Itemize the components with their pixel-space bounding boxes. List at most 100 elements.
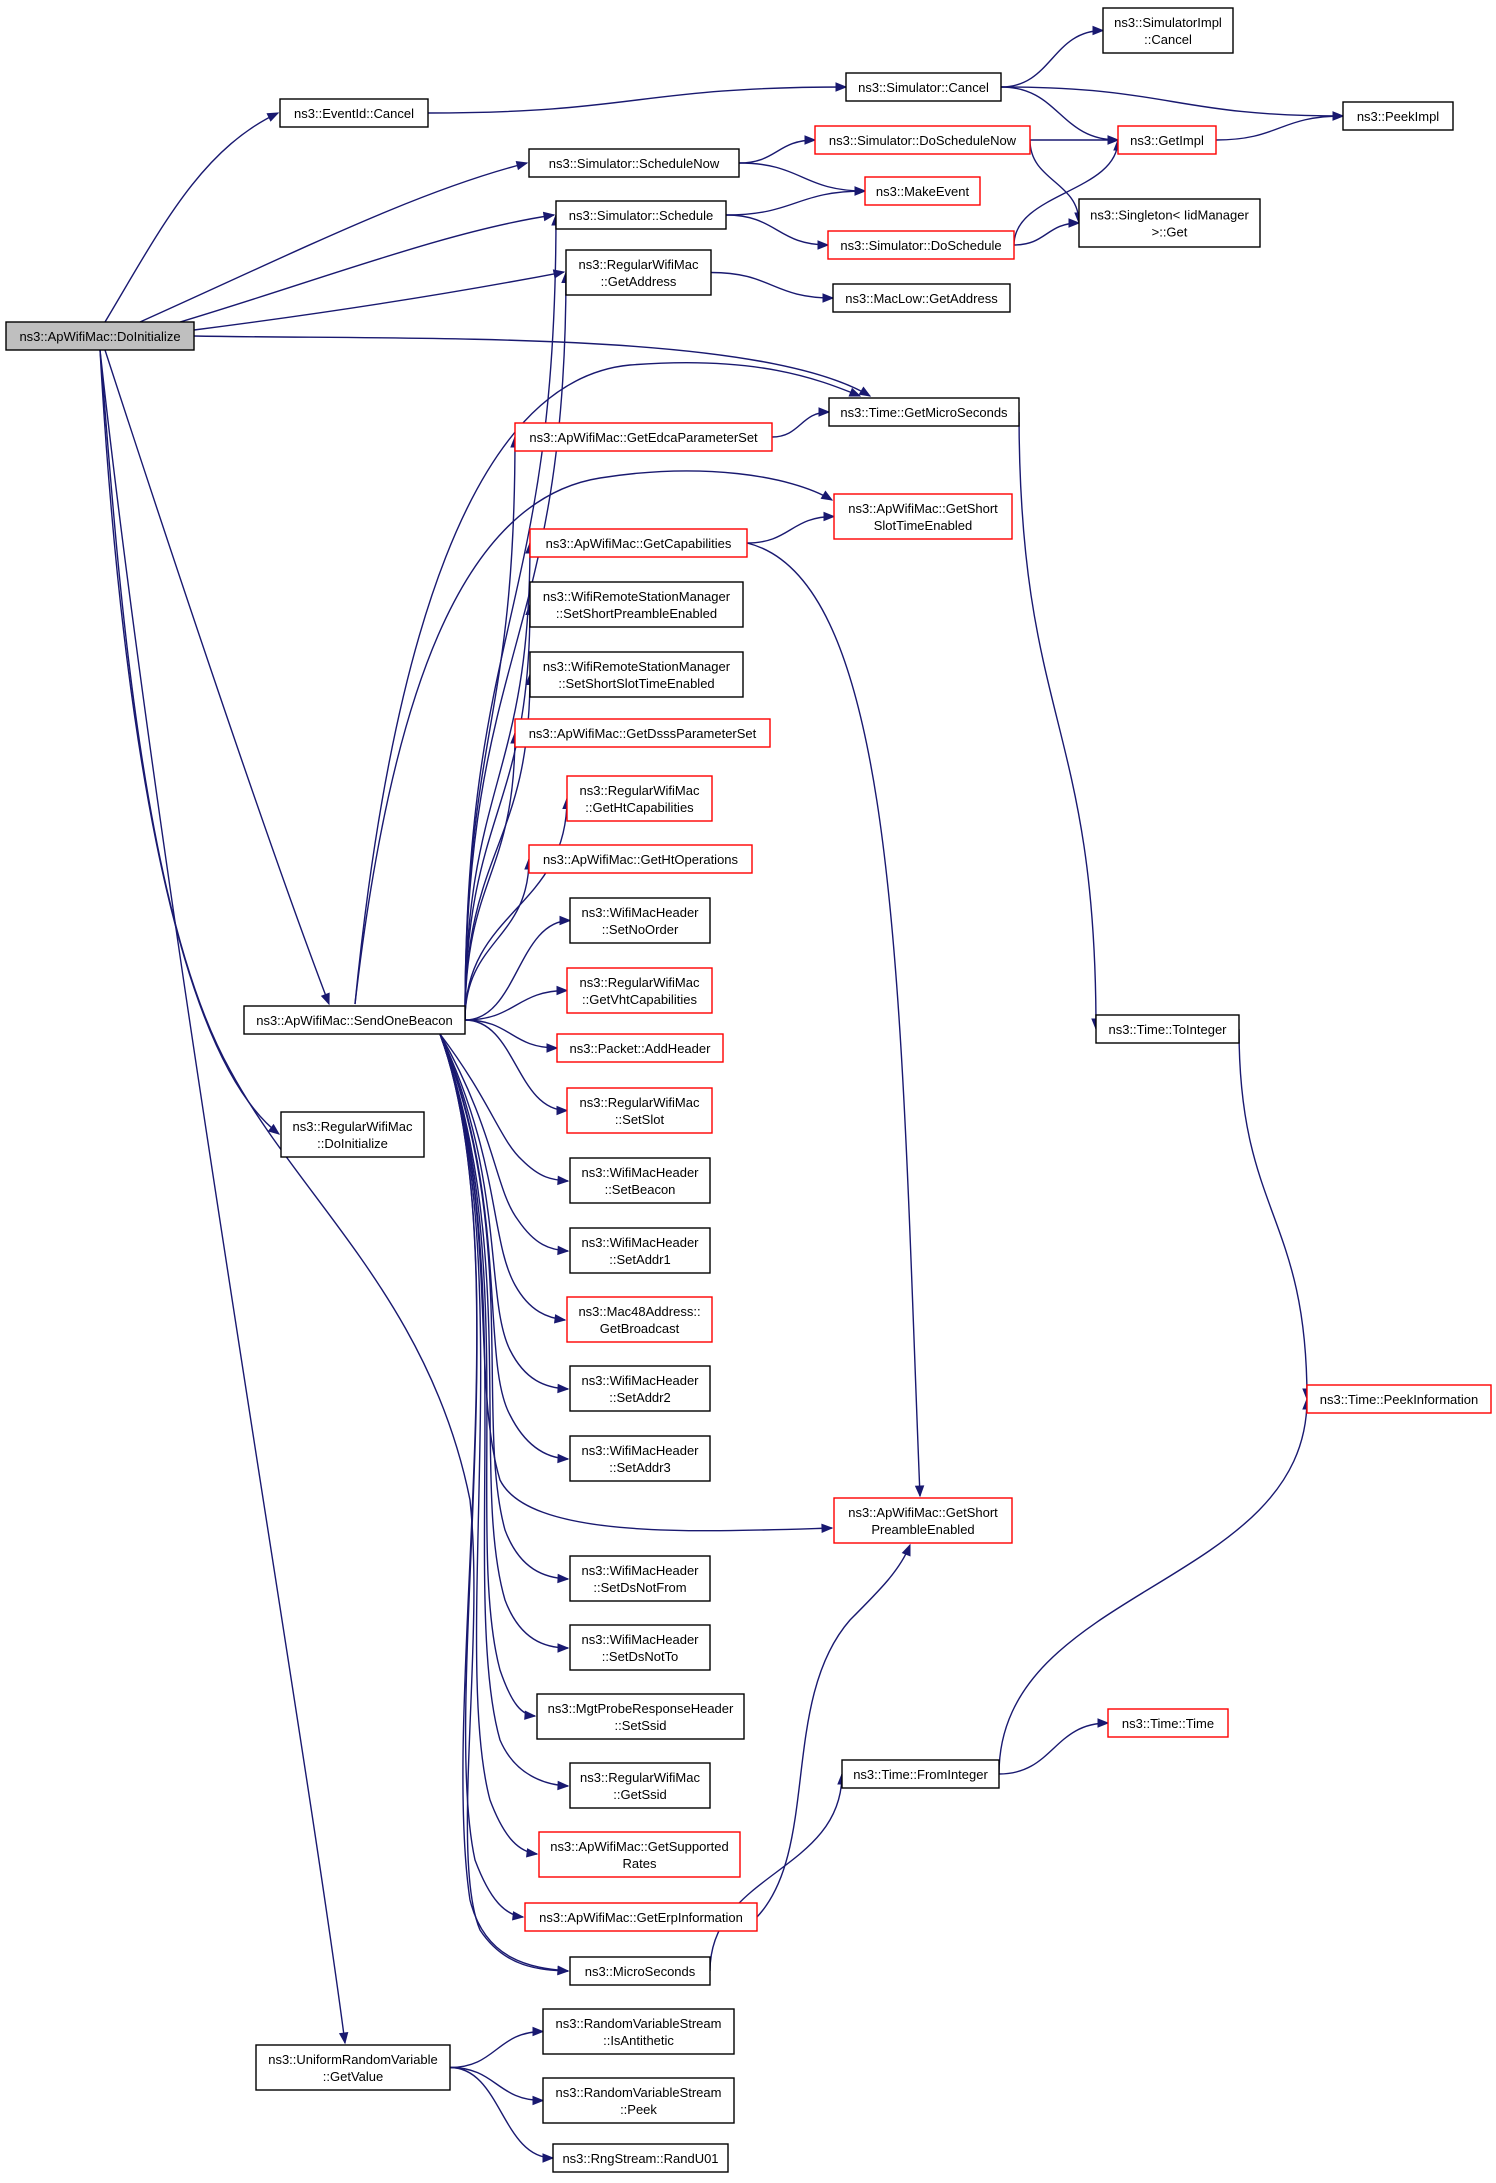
node-sim_doschedule[interactable]: ns3::Simulator::DoSchedule xyxy=(827,230,1015,260)
node-rwm_getaddress[interactable]: ns3::RegularWifiMac::GetAddress xyxy=(565,249,712,296)
node-addheader[interactable]: ns3::Packet::AddHeader xyxy=(556,1033,724,1063)
arrowhead-icon xyxy=(557,1453,570,1464)
edge-urv_getvalue-to-rngstream xyxy=(449,2066,555,2163)
node-sendonebeacon[interactable]: ns3::ApWifiMac::SendOneBeacon xyxy=(243,1005,466,1035)
node-time_peekinfo[interactable]: ns3::Time::PeekInformation xyxy=(1306,1384,1492,1414)
edge-root-to-rwm_getaddress xyxy=(193,269,566,331)
node-label: ns3::RegularWifiMac xyxy=(293,1119,413,1134)
node-box xyxy=(566,1087,713,1134)
node-rvs_isantithetic[interactable]: ns3::RandomVariableStream::IsAntithetic xyxy=(542,2008,735,2055)
node-setaddr2[interactable]: ns3::WifiMacHeader::SetAddr2 xyxy=(569,1365,711,1412)
node-mgp_setssid[interactable]: ns3::MgtProbeResponseHeader::SetSsid xyxy=(536,1693,745,1740)
node-maclow_getaddress[interactable]: ns3::MacLow::GetAddress xyxy=(832,283,1011,313)
node-box xyxy=(833,1497,1013,1544)
node-box xyxy=(828,397,1020,427)
arrowhead-icon xyxy=(546,1043,559,1053)
edge-line xyxy=(439,1033,569,1580)
node-microseconds[interactable]: ns3::MicroSeconds xyxy=(569,1956,711,1986)
node-label: ns3::MicroSeconds xyxy=(585,1964,696,1979)
node-label: ::SetBeacon xyxy=(605,1182,676,1197)
node-setdsnotfrom[interactable]: ns3::WifiMacHeader::SetDsNotFrom xyxy=(569,1555,711,1602)
node-dsss[interactable]: ns3::ApWifiMac::GetDsssParameterSet xyxy=(514,718,771,748)
edge-sendonebeacon-to-htops xyxy=(464,857,534,1021)
node-sim_schedule[interactable]: ns3::Simulator::Schedule xyxy=(555,200,727,230)
edge-time_tointeger-to-time_peekinfo xyxy=(1238,1028,1312,1401)
node-setdsnotto[interactable]: ns3::WifiMacHeader::SetDsNotTo xyxy=(569,1624,711,1671)
node-label: ns3::PeekImpl xyxy=(1357,109,1439,124)
node-htcaps[interactable]: ns3::RegularWifiMac::GetHtCapabilities xyxy=(566,775,713,822)
node-setbeacon[interactable]: ns3::WifiMacHeader::SetBeacon xyxy=(569,1157,711,1204)
node-label: ns3::ApWifiMac::GetDsssParameterSet xyxy=(529,726,757,741)
node-time_getmicro[interactable]: ns3::Time::GetMicroSeconds xyxy=(828,397,1020,427)
node-label: ns3::WifiMacHeader xyxy=(581,1632,699,1647)
arrowhead-icon xyxy=(1107,135,1120,145)
node-getcaps[interactable]: ns3::ApWifiMac::GetCapabilities xyxy=(529,528,748,558)
node-urv_getvalue[interactable]: ns3::UniformRandomVariable::GetValue xyxy=(255,2044,451,2091)
node-time_frominteger[interactable]: ns3::Time::FromInteger xyxy=(841,1759,1000,1789)
node-edca[interactable]: ns3::ApWifiMac::GetEdcaParameterSet xyxy=(514,422,773,452)
node-rwm_getssid[interactable]: ns3::RegularWifiMac::GetSsid xyxy=(569,1762,711,1809)
edge-line xyxy=(738,162,866,192)
node-label: ns3::ApWifiMac::SendOneBeacon xyxy=(256,1013,453,1028)
node-setaddr3[interactable]: ns3::WifiMacHeader::SetAddr3 xyxy=(569,1435,711,1482)
node-makeevent[interactable]: ns3::MakeEvent xyxy=(864,176,981,206)
node-label: PreambleEnabled xyxy=(871,1522,974,1537)
node-rvs_peek[interactable]: ns3::RandomVariableStream::Peek xyxy=(542,2077,735,2124)
node-setnoorder[interactable]: ns3::WifiMacHeader::SetNoOrder xyxy=(569,897,711,944)
node-box xyxy=(864,176,981,206)
node-time_time[interactable]: ns3::Time::Time xyxy=(1107,1708,1229,1738)
arrowhead-icon xyxy=(854,186,867,196)
node-htops[interactable]: ns3::ApWifiMac::GetHtOperations xyxy=(528,844,753,874)
edge-line xyxy=(464,919,571,1021)
node-wrsm_preamble[interactable]: ns3::WifiRemoteStationManager::SetShortP… xyxy=(529,581,744,628)
node-label: ns3::WifiRemoteStationManager xyxy=(543,659,731,674)
arrowhead-icon xyxy=(1332,111,1345,121)
node-setslot[interactable]: ns3::RegularWifiMac::SetSlot xyxy=(566,1087,713,1134)
edge-sendonebeacon-to-setslot xyxy=(464,1019,569,1116)
node-peekimpl[interactable]: ns3::PeekImpl xyxy=(1342,101,1454,131)
edge-sim_schedulenow-to-makeevent xyxy=(738,162,867,196)
node-label: ns3::SimulatorImpl xyxy=(1114,15,1222,30)
node-singleton_get[interactable]: ns3::Singleton< IidManager>::Get xyxy=(1078,198,1261,248)
node-box xyxy=(569,1624,711,1671)
node-box xyxy=(569,1435,711,1482)
node-rngstream[interactable]: ns3::RngStream::RandU01 xyxy=(552,2143,729,2173)
edge-line xyxy=(427,86,847,114)
node-vhtcaps[interactable]: ns3::RegularWifiMac::GetVhtCapabilities xyxy=(566,967,713,1014)
node-label: ns3::MgtProbeResponseHeader xyxy=(548,1701,734,1716)
node-label: ::SetAddr2 xyxy=(609,1390,670,1405)
node-rwm_doinit[interactable]: ns3::RegularWifiMac::DoInitialize xyxy=(280,1111,425,1158)
node-root[interactable]: ns3::ApWifiMac::DoInitialize xyxy=(5,321,195,351)
arrowhead-icon xyxy=(1068,218,1081,228)
node-getimpl[interactable]: ns3::GetImpl xyxy=(1117,125,1217,155)
node-erpinfo[interactable]: ns3::ApWifiMac::GetErpInformation xyxy=(524,1902,758,1932)
node-box xyxy=(514,718,771,748)
node-eventid_cancel[interactable]: ns3::EventId::Cancel xyxy=(279,98,429,128)
node-sim_doschedulenow[interactable]: ns3::Simulator::DoScheduleNow xyxy=(814,125,1031,155)
edge-line xyxy=(439,1033,566,1321)
arrowhead-icon xyxy=(557,1965,570,1975)
node-label: ns3::MacLow::GetAddress xyxy=(845,291,998,306)
node-label: ::GetVhtCapabilities xyxy=(582,992,697,1007)
edge-line xyxy=(998,1398,1308,1775)
node-sim_cancel[interactable]: ns3::Simulator::Cancel xyxy=(845,72,1002,102)
arrowhead-icon xyxy=(557,1643,570,1653)
node-wrsm_slot[interactable]: ns3::WifiRemoteStationManager::SetShortS… xyxy=(529,651,744,698)
arrowhead-icon xyxy=(542,211,556,222)
node-time_tointeger[interactable]: ns3::Time::ToInteger xyxy=(1095,1014,1240,1044)
edge-line xyxy=(464,436,516,1021)
arrowhead-icon xyxy=(914,1485,925,1498)
edge-line xyxy=(1000,86,1119,141)
arrowhead-icon xyxy=(554,1314,567,1324)
edge-line xyxy=(1018,411,1097,1030)
node-sim_schedulenow[interactable]: ns3::Simulator::ScheduleNow xyxy=(528,148,740,178)
node-box xyxy=(569,1555,711,1602)
node-getbroadcast[interactable]: ns3::Mac48Address::GetBroadcast xyxy=(566,1296,713,1343)
arrowhead-icon xyxy=(1092,25,1105,36)
node-simimpl_cancel[interactable]: ns3::SimulatorImpl::Cancel xyxy=(1102,7,1234,54)
node-setaddr1[interactable]: ns3::WifiMacHeader::SetAddr1 xyxy=(569,1227,711,1274)
